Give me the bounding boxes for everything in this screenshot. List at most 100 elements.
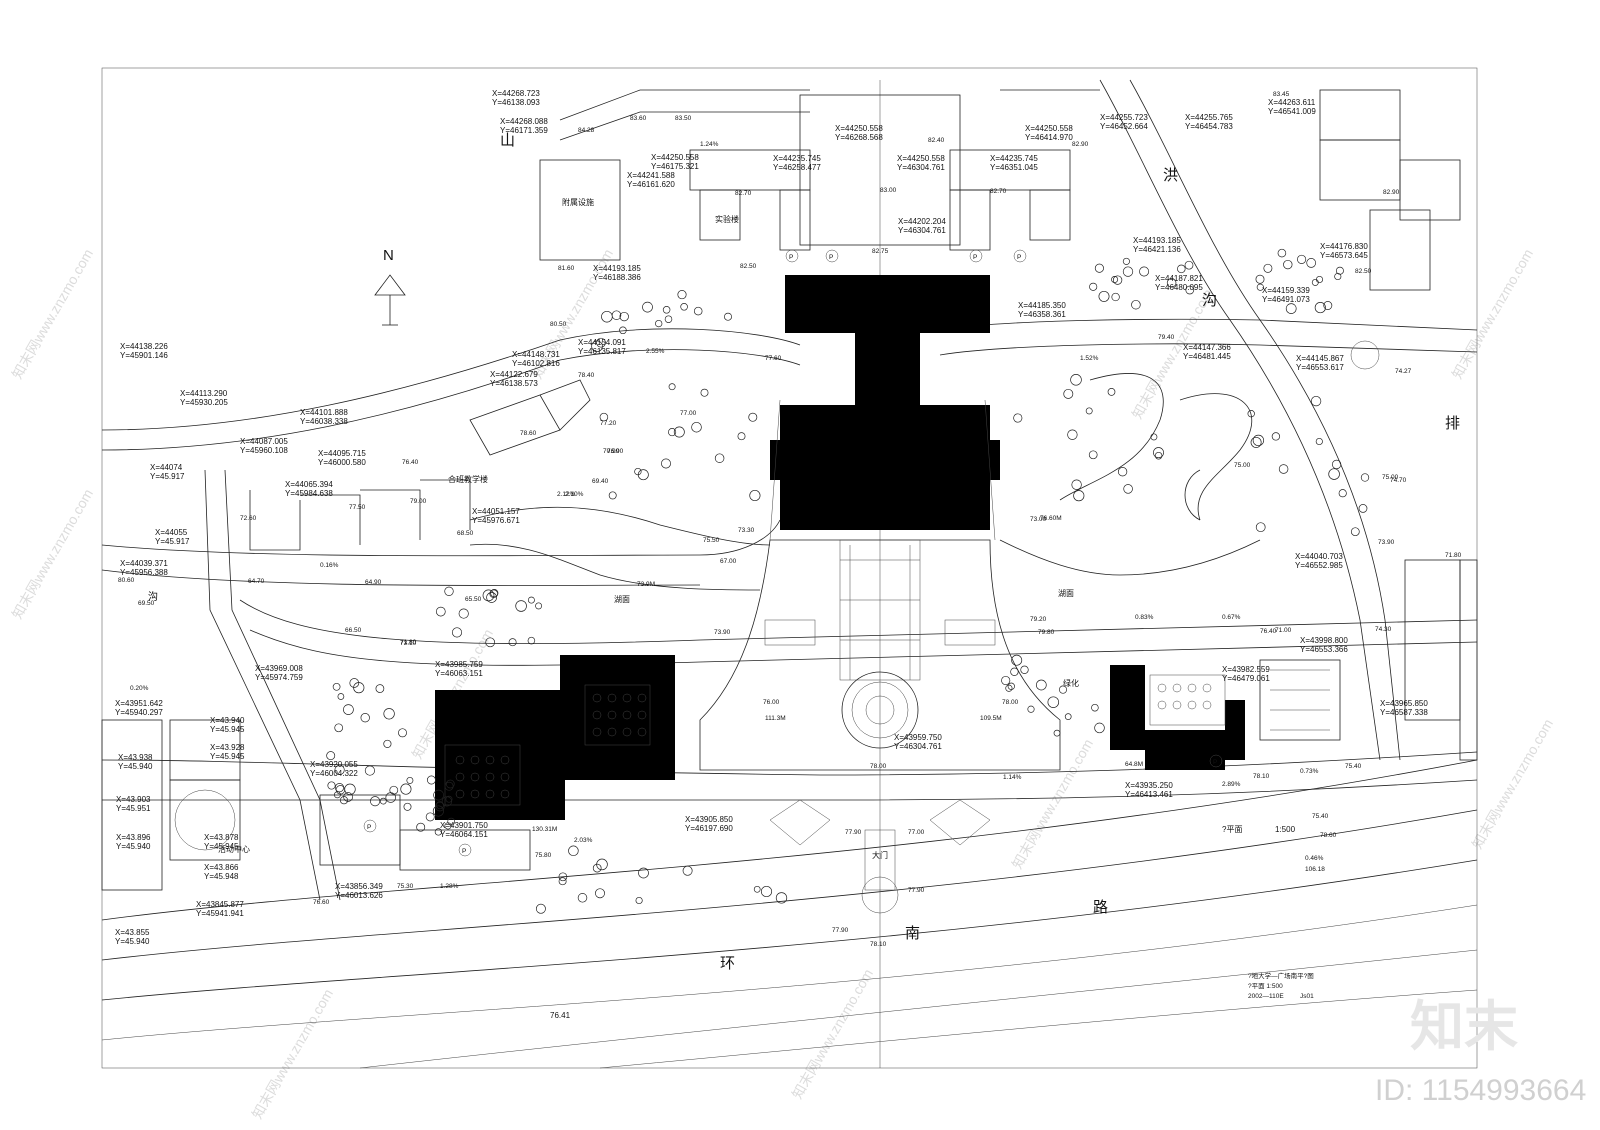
coord-x-23: X=44148.731 xyxy=(512,350,560,359)
coord-y-27: Y=45960.108 xyxy=(240,446,288,455)
tree-icon xyxy=(337,693,345,700)
place-names: 环 南 路 洪 沟 排 山 沟 xyxy=(148,132,1460,972)
elevation-18: 77.00 xyxy=(680,410,697,417)
tree-icon xyxy=(1035,679,1047,691)
tree-icon xyxy=(1053,729,1061,737)
tree-icon xyxy=(1071,479,1082,490)
coord-x-17: X=44159.339 xyxy=(1262,286,1310,295)
tree-icon xyxy=(326,751,336,761)
tree-icon xyxy=(601,310,613,323)
coord-y-11: Y=46454.783 xyxy=(1185,122,1233,131)
tree-icon xyxy=(343,792,353,802)
dimension-4: 76.60M xyxy=(1040,515,1062,522)
diag-watermark-10: 知末网www.znzmo.com xyxy=(1469,716,1556,851)
tree-icon xyxy=(1063,388,1074,399)
coord-y-48: Y=46197.690 xyxy=(685,824,733,833)
elevation-32: 64.70 xyxy=(248,578,265,585)
elevation-3: 84.28 xyxy=(578,127,595,134)
svg-text:P: P xyxy=(829,254,833,261)
tree-icon xyxy=(343,704,354,715)
tree-icon xyxy=(1277,248,1287,258)
tree-icon xyxy=(432,805,444,817)
coord-x-2: X=44250.558 xyxy=(651,153,699,162)
tree-icon xyxy=(724,312,732,321)
coord-x-42: X=43.928 xyxy=(210,743,245,752)
dimension-7: 0.83% xyxy=(1135,614,1154,621)
elevation-66: 76.40 xyxy=(402,459,419,466)
coord-y-30: Y=45984.638 xyxy=(285,489,333,498)
tree-icon xyxy=(1111,276,1119,283)
label-plan-scale: 1:500 xyxy=(1275,825,1296,834)
elevation-17: 77.20 xyxy=(600,420,617,427)
coord-y-33: Y=45956.388 xyxy=(120,568,168,577)
tree-icon xyxy=(1285,303,1297,314)
tree-icon xyxy=(596,337,606,348)
elevation-2: 82.50 xyxy=(1355,268,1372,275)
parking-mark-2: P xyxy=(969,249,983,263)
tree-icon xyxy=(383,739,392,748)
coord-x-6: X=44250.558 xyxy=(897,154,945,163)
elevation-49: 75.30 xyxy=(397,883,414,890)
coord-x-34: X=44040.703 xyxy=(1295,552,1343,561)
tree-icon xyxy=(334,764,345,775)
tree-icon xyxy=(370,796,381,807)
coord-y-45: Y=46004.322 xyxy=(310,769,358,778)
coord-x-51: X=43.878 xyxy=(204,833,239,842)
coord-x-4: X=44250.558 xyxy=(835,124,883,133)
tree-icon xyxy=(403,802,412,811)
tree-icon xyxy=(1306,258,1317,268)
elevation-56: 78.60 xyxy=(1320,832,1337,839)
tree-icon xyxy=(1094,263,1104,273)
coord-y-37: Y=46063.151 xyxy=(435,669,483,678)
coord-y-51: Y=45.945 xyxy=(204,842,239,851)
coord-y-38: Y=46479.061 xyxy=(1222,674,1270,683)
elevation-22: 73.30 xyxy=(738,527,755,534)
coord-x-5: X=44235.745 xyxy=(773,154,821,163)
coord-x-40: X=43951.642 xyxy=(115,699,163,708)
tree-icon xyxy=(1177,264,1186,274)
coord-y-1: Y=46171.359 xyxy=(500,126,548,135)
tree-icon xyxy=(1073,490,1085,502)
coord-x-52: X=43.866 xyxy=(204,863,239,872)
elevation-54: 75.00 xyxy=(1382,474,1399,481)
brand-watermark: 知末 xyxy=(1410,997,1518,1057)
tree-icon xyxy=(700,388,709,397)
tree-icon xyxy=(400,783,412,795)
coord-y-55: Y=45.940 xyxy=(115,937,150,946)
label-slope-1: 0.46% xyxy=(1305,855,1324,862)
label-aux-facility: 附属设施 xyxy=(562,197,594,207)
tree-icon xyxy=(1010,667,1019,676)
elevation-59: 73.10 xyxy=(400,640,417,647)
elevation-51: 74.30 xyxy=(1375,626,1392,633)
coord-y-28: Y=46000.580 xyxy=(318,458,366,467)
elevation-31: 66.50 xyxy=(345,627,362,634)
coord-y-18: Y=46358.361 xyxy=(1018,310,1066,319)
elevation-9: 82.70 xyxy=(990,188,1007,195)
elevation-58: 71.80 xyxy=(1445,552,1462,559)
coord-x-32: X=44055 xyxy=(155,528,188,537)
coord-x-18: X=44185.350 xyxy=(1018,301,1066,310)
tree-icon xyxy=(577,893,588,903)
coord-y-8: Y=46414.970 xyxy=(1025,133,1073,142)
coord-x-38: X=43982.559 xyxy=(1222,665,1270,674)
label-slope-1-len: 106.18 xyxy=(1305,866,1325,873)
main-building-mass xyxy=(435,275,1245,820)
coord-x-45: X=43920.055 xyxy=(310,760,358,769)
label-lab-building: 实验楼 xyxy=(715,214,739,224)
tree-icon xyxy=(364,765,375,776)
coord-x-47: X=43.903 xyxy=(116,795,151,804)
north-arrow: N xyxy=(374,247,406,326)
svg-text:P: P xyxy=(973,254,977,261)
elevation-12: 82.50 xyxy=(740,263,757,270)
coord-x-26: X=44101.888 xyxy=(300,408,348,417)
coordinate-annotations: X=44268.723Y=46138.093X=44268.088Y=46171… xyxy=(115,89,1428,946)
tree-icon xyxy=(486,592,497,603)
tree-icon xyxy=(637,469,649,481)
coord-y-9: Y=46351.045 xyxy=(990,163,1038,172)
tree-icon xyxy=(1358,504,1368,513)
gully-char-gou: 沟 xyxy=(1202,292,1217,309)
tree-icon xyxy=(1184,260,1194,270)
coord-y-43: Y=45.940 xyxy=(118,762,153,771)
east-parking xyxy=(1259,559,1478,761)
diag-watermark-2: 知末网www.znzmo.com xyxy=(9,486,96,621)
